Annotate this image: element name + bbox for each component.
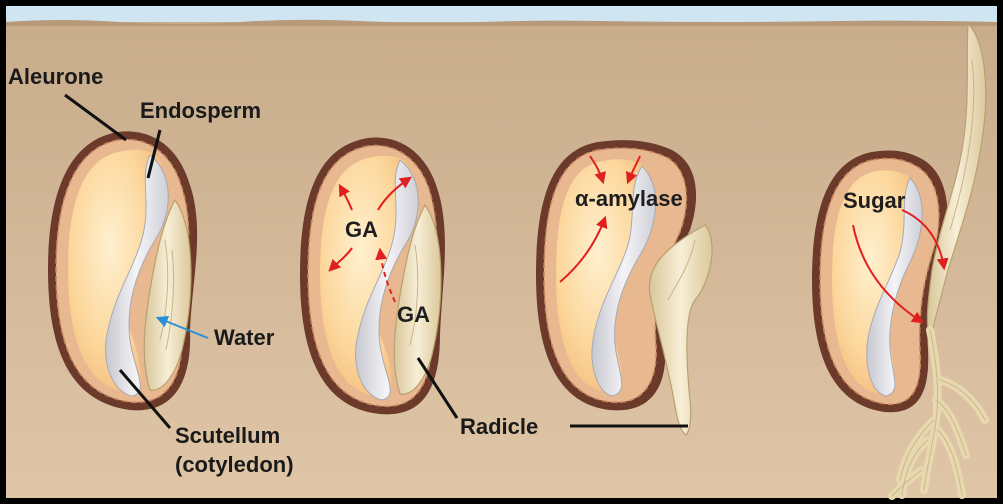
label-water: Water [214,325,275,350]
label-ga-embryo: GA [397,302,430,327]
label-alpha-amylase: α-amylase [575,186,683,211]
label-aleurone: Aleurone [8,64,103,89]
sky-strip [6,6,997,22]
label-ga-endosperm: GA [345,217,378,242]
label-radicle: Radicle [460,414,538,439]
label-scutellum: Scutellum [175,423,280,448]
seed-1 [48,131,197,410]
seed-2 [300,138,445,415]
label-cotyledon: (cotyledon) [175,452,294,477]
label-endosperm: Endosperm [140,98,261,123]
label-sugar: Sugar [843,188,906,213]
